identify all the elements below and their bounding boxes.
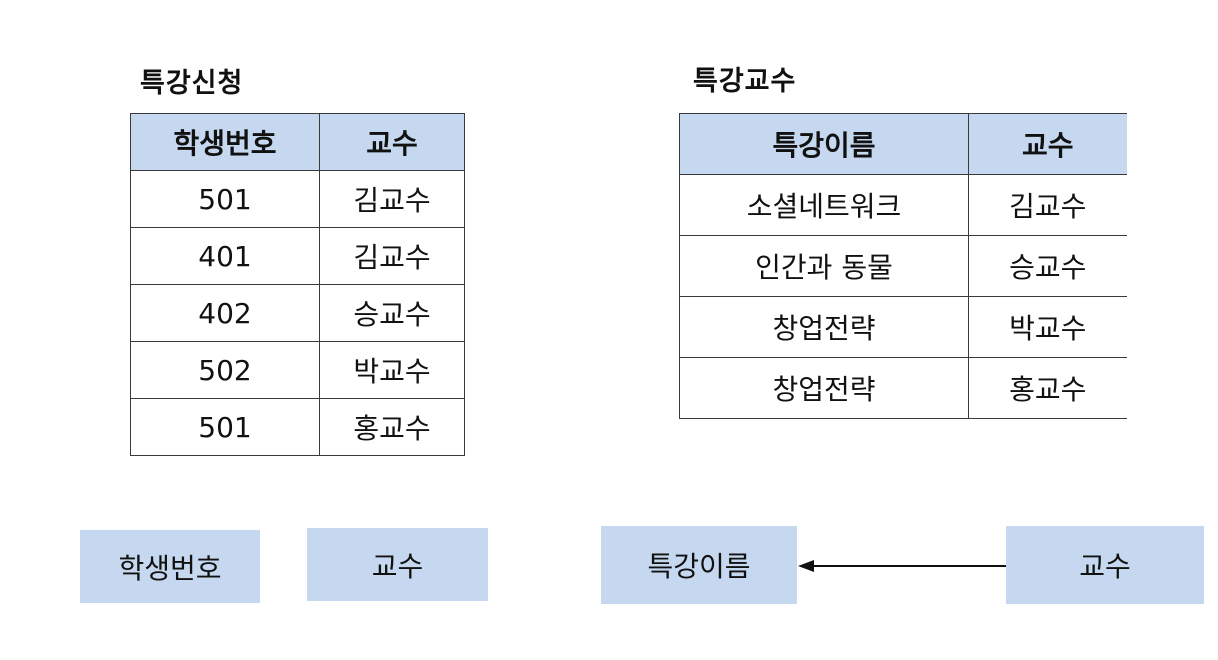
left-relation-title: 특강신청 — [140, 68, 244, 99]
cell-student-id: 401 — [130, 227, 320, 285]
cell-professor: 김교수 — [968, 174, 1127, 236]
table-header-row: 특강이름 교수 — [679, 113, 1127, 175]
cell-student-id: 501 — [130, 170, 320, 228]
attribute-box-lecture-name: 특강이름 — [601, 526, 797, 604]
attribute-box-student-id: 학생번호 — [80, 530, 260, 603]
dependency-arrow-head — [798, 560, 814, 572]
table-row: 502 박교수 — [130, 341, 465, 399]
cell-professor: 승교수 — [968, 235, 1127, 297]
cell-lecture-name: 인간과 동물 — [679, 235, 969, 297]
cell-professor: 김교수 — [319, 227, 465, 285]
table-row: 402 승교수 — [130, 284, 465, 342]
cell-student-id: 502 — [130, 341, 320, 399]
cell-professor: 홍교수 — [968, 357, 1127, 419]
cell-lecture-name: 창업전략 — [679, 296, 969, 358]
table-header-row: 학생번호 교수 — [130, 113, 465, 171]
cell-lecture-name: 창업전략 — [679, 357, 969, 419]
cell-professor: 박교수 — [319, 341, 465, 399]
column-header-professor: 교수 — [319, 113, 465, 171]
left-relation-table: 학생번호 교수 501 김교수 401 김교수 402 승교수 502 박교수 — [130, 113, 465, 456]
right-relation-title: 특강교수 — [693, 66, 797, 97]
attribute-box-professor-determinant: 교수 — [1006, 526, 1204, 604]
table-row: 창업전략 홍교수 — [679, 357, 1127, 419]
cell-student-id: 501 — [130, 398, 320, 456]
right-relation-table: 특강이름 교수 소셜네트워크 김교수 인간과 동물 승교수 창업전략 박교수 창… — [679, 113, 1127, 419]
cell-professor: 승교수 — [319, 284, 465, 342]
attribute-box-professor: 교수 — [307, 528, 488, 601]
table-row: 소셜네트워크 김교수 — [679, 174, 1127, 236]
cell-lecture-name: 소셜네트워크 — [679, 174, 969, 236]
table-row: 인간과 동물 승교수 — [679, 235, 1127, 297]
column-header-student-id: 학생번호 — [130, 113, 320, 171]
cell-student-id: 402 — [130, 284, 320, 342]
table-row: 501 홍교수 — [130, 398, 465, 456]
cell-professor: 홍교수 — [319, 398, 465, 456]
table-row: 401 김교수 — [130, 227, 465, 285]
column-header-professor: 교수 — [968, 113, 1127, 175]
